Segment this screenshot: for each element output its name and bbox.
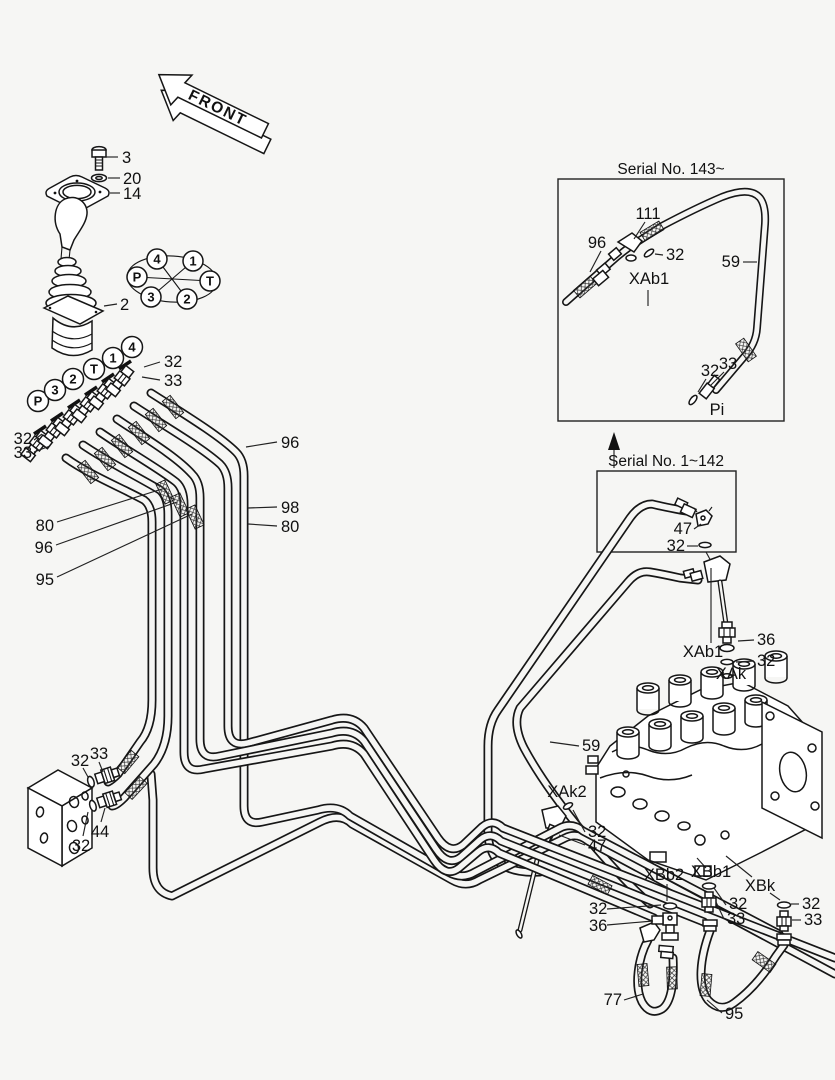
joystick-hose-fittings: P 3 2 T 1 4: [19, 335, 144, 463]
callout-95: 95: [725, 1005, 743, 1023]
inset-serial-143-box: [557, 178, 785, 422]
inset-serial-143: Serial No. 143~ 111 96 32 XAb1 59: [557, 161, 785, 422]
washer: [90, 173, 108, 183]
port-diagram: 4 1 P T 3 2: [126, 248, 221, 310]
callout-96-left: 96: [35, 539, 53, 557]
callout-33-manifold: 33: [90, 745, 108, 763]
hose-P: [66, 458, 152, 782]
callout-80-right: 80: [281, 518, 299, 536]
callout-32-xak2: 32: [588, 823, 606, 841]
port-circle-label: 4: [153, 252, 161, 267]
callout-xab1: XAb1: [683, 643, 723, 661]
control-valve: [585, 650, 823, 881]
callout-96-right: 96: [281, 434, 299, 452]
callout-pi: Pi: [710, 401, 725, 419]
callout-33-xbk: 33: [804, 911, 822, 929]
inset-serial-143-title: Serial No. 143~: [617, 161, 724, 178]
callout-32-inset-top: 32: [666, 246, 684, 264]
callout-xbb1: XBb1: [691, 863, 731, 881]
callout-95-left: 95: [36, 571, 54, 589]
callout-32-inset142: 32: [667, 537, 685, 555]
callout-36-tee: 36: [589, 917, 607, 935]
callout-washer-20: 20: [123, 170, 141, 188]
front-arrow: FRONT: [157, 73, 272, 155]
callout-plate-14: 14: [123, 185, 141, 203]
hose-port-circle: T: [90, 362, 98, 377]
port-circle-label: 3: [147, 290, 154, 305]
up-arrow: [608, 432, 620, 468]
port-circle-label: P: [133, 270, 142, 285]
fitting-4: [104, 364, 135, 398]
callout-47-xak2: 47: [588, 837, 606, 855]
hose-port-circle: 3: [51, 383, 58, 398]
inset-serial-142-title: Serial No. 1~142: [608, 453, 724, 470]
callout-59-inset: 59: [722, 253, 740, 271]
callout-33-inset: 33: [719, 355, 737, 373]
callout-32-manifold-top: 32: [71, 752, 89, 770]
manifold-fitting-bottom: [88, 790, 123, 812]
callout-xbb2: XBb2: [644, 866, 684, 884]
hose-port-circle: 1: [109, 351, 116, 366]
callout-33-xbb1: 33: [727, 910, 745, 928]
callout-59: 59: [582, 737, 600, 755]
callout-96-inset: 96: [588, 234, 606, 252]
inset-serial-142-box: [596, 470, 737, 553]
callout-xak2: XAk2: [547, 783, 586, 801]
callout-joystick-2: 2: [120, 296, 129, 314]
hose-port-circle: 2: [69, 372, 76, 387]
port-circle-label: 1: [189, 254, 196, 269]
hose-95: [700, 919, 784, 1007]
callout-111: 111: [635, 205, 660, 223]
fitting-T: [70, 390, 101, 424]
callout-36-xab1: 36: [757, 631, 775, 649]
valve-cylinders-back: [636, 650, 788, 716]
callout-32-tee: 32: [589, 900, 607, 918]
joystick: [42, 196, 105, 357]
callout-bolt-3: 3: [122, 149, 131, 167]
callout-77: 77: [604, 991, 622, 1009]
callout-32-manifold-bottom: 32: [72, 837, 90, 855]
callout-32-left: 32: [14, 430, 32, 448]
callout-32-right: 32: [164, 353, 182, 371]
callout-32-xbk: 32: [802, 895, 820, 913]
tee-fitting-111: [591, 232, 655, 287]
callout-xbk: XBk: [745, 877, 776, 895]
callout-xak: XAk: [716, 665, 747, 683]
fitting-xbk: [776, 901, 792, 946]
callout-33-right: 33: [164, 372, 182, 390]
callout-xab1-inset: XAb1: [629, 270, 669, 288]
valve-cylinders-front: [616, 694, 768, 760]
inset-serial-142-parts: 47 32: [667, 497, 713, 564]
bolt: [91, 145, 107, 171]
o-ring-dashes: [33, 359, 132, 436]
hose-port-circle: 4: [128, 340, 136, 355]
port-circle-label: T: [206, 274, 214, 289]
callout-44-manifold: 44: [91, 823, 109, 841]
callout-80-left: 80: [36, 517, 54, 535]
manifold-fitting-top: [86, 766, 121, 788]
port-circle-label: 2: [183, 292, 190, 307]
callout-32-xbb1: 32: [729, 895, 747, 913]
tee-fitting-xbb2: [651, 902, 679, 941]
hose-port-circle: P: [34, 394, 43, 409]
fitting-xbb1: [701, 882, 717, 913]
manifold-block: [26, 766, 123, 868]
callout-47-inset: 47: [674, 520, 692, 538]
callout-32-inset-bottom: 32: [701, 362, 719, 380]
callout-32-xab1: 32: [757, 652, 775, 670]
braid-patches: [76, 394, 613, 896]
callout-33-left: 33: [14, 444, 32, 462]
callout-98-right: 98: [281, 499, 299, 517]
